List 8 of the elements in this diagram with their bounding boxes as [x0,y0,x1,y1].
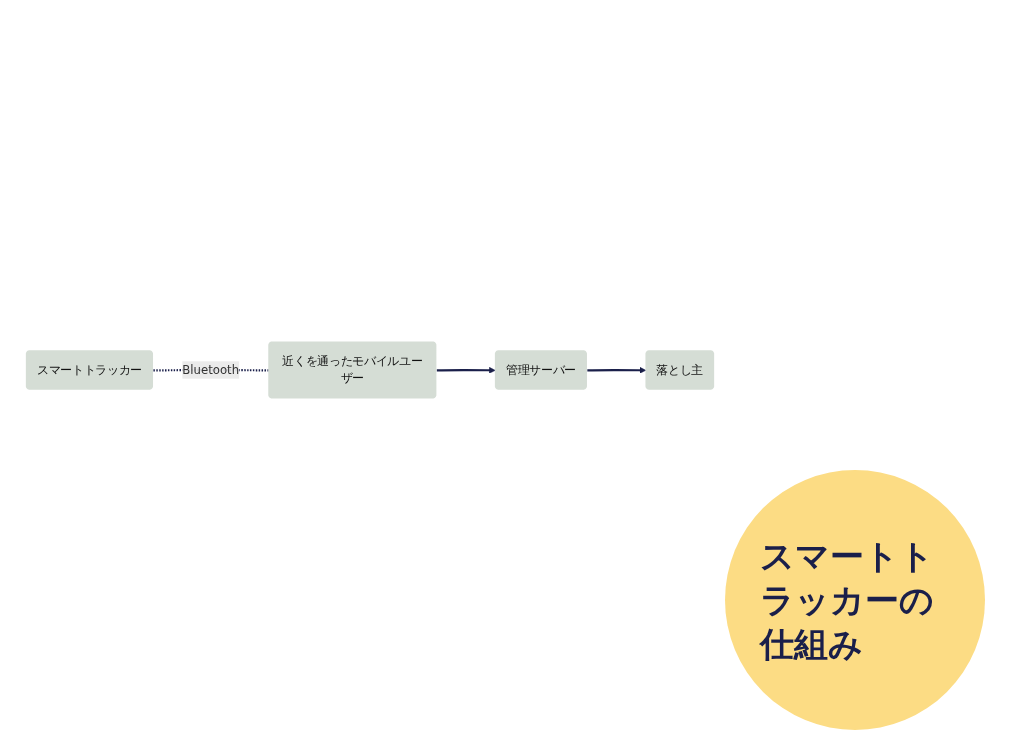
arrow [436,367,496,374]
node-box: 落とし主 [645,350,715,390]
title: スマートトラッカーの仕組み [760,534,935,667]
node-box: 近くを通ったモバイルユーザー [268,341,437,399]
edge-label: Bluetooth [182,362,240,377]
node-box: スマートトラッカー [25,350,154,390]
node-box: 管理サーバー [494,350,587,390]
arrow [587,367,647,374]
